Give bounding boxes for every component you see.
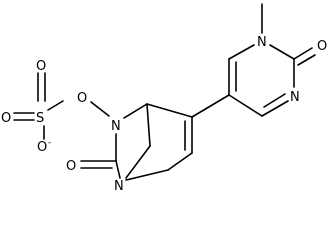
atom-o-sulfate-bridge: O — [77, 91, 87, 106]
bond-bridge-ch2-n-bottom — [125, 145, 151, 179]
bond-ch-to-ch2 — [167, 152, 193, 171]
atom-o-top: O — [36, 59, 46, 74]
bond-s-o-bridge — [47, 100, 64, 111]
atom-o-left: O — [1, 111, 11, 126]
bicyclic-core — [80, 103, 193, 181]
atom-n-bottom: N — [114, 179, 124, 194]
molecule-diagram: O O S O O - N N O N O N — [1, 3, 327, 194]
structure-drawing: O O S O O - N N O N O N — [1, 3, 327, 194]
atom-n-pyrimidinone-top: N — [257, 35, 267, 50]
atom-o-carbonyl: O — [66, 159, 76, 174]
atom-n-pyrimidinone-right: N — [290, 90, 300, 105]
bond-ch-top-bridge-ch2 — [146, 103, 151, 147]
atom-o-minus: O — [37, 140, 47, 155]
bond-n3-c4-b — [263, 93, 286, 108]
bond-o-bridge-n — [90, 101, 110, 117]
bond-ch2-n-bottom — [125, 169, 169, 181]
negative-charge: - — [48, 138, 51, 148]
atom-o-pyrimidinone: O — [317, 39, 327, 54]
atom-s: S — [36, 111, 44, 126]
bond-n3-c4-a — [261, 100, 289, 117]
bond-n-ch-top — [123, 103, 148, 119]
bond-alkene-to-ring — [191, 94, 230, 118]
sulfate-group — [13, 72, 110, 140]
bond-c2-o-b — [297, 54, 316, 66]
bond-c4-c5 — [228, 94, 263, 117]
bond-n1-c2 — [269, 44, 295, 60]
atom-n-bicyclic: N — [111, 119, 121, 134]
bond-c2-o-a — [293, 47, 313, 60]
pyrimidinone-ring — [228, 3, 316, 117]
bond-carbonyl-c-n-bottom — [115, 160, 121, 179]
bond-ch-top-c-alkene — [146, 103, 193, 118]
bond-c6-n1 — [228, 44, 255, 60]
